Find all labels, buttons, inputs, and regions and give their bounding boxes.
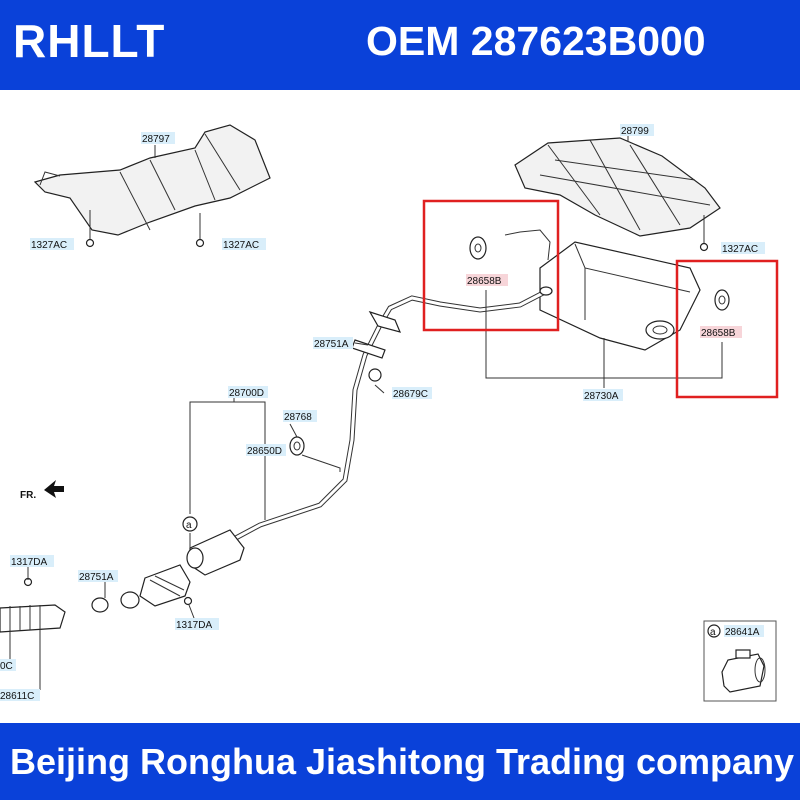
svg-text:1327AC: 1327AC bbox=[223, 240, 259, 251]
part-label-1317da-lower: 1317DA bbox=[175, 618, 219, 631]
part-label-28730a: 28730A bbox=[583, 389, 623, 402]
part-label-28650d: 28650D bbox=[246, 444, 286, 457]
svg-text:0C: 0C bbox=[0, 661, 13, 672]
part-label-1327ac-left-a: 1327AC bbox=[30, 238, 74, 251]
hanger-rubber-left bbox=[469, 229, 551, 261]
part-label-1317da-left: 1317DA bbox=[10, 555, 54, 568]
svg-text:28658B: 28658B bbox=[701, 328, 736, 339]
hanger-rubber-center bbox=[289, 436, 305, 456]
highlight-box-left bbox=[422, 199, 560, 332]
svg-text:1317DA: 1317DA bbox=[11, 557, 47, 568]
svg-text:28797: 28797 bbox=[142, 134, 170, 145]
leader-lines bbox=[27, 290, 723, 619]
svg-text:a: a bbox=[710, 627, 716, 638]
part-label-28751a-lower: 28751A bbox=[78, 570, 118, 583]
rear-heat-shield bbox=[514, 130, 721, 252]
svg-text:28751A: 28751A bbox=[314, 339, 349, 350]
svg-text:28611C: 28611C bbox=[0, 691, 34, 702]
svg-text:28650D: 28650D bbox=[247, 446, 282, 457]
highlight-box-right bbox=[675, 259, 779, 399]
top-banner: RHLLT OEM 287623B000 bbox=[0, 0, 800, 90]
svg-text:28768: 28768 bbox=[284, 412, 312, 423]
part-label-partial-28611c: 28611C bbox=[0, 689, 40, 702]
company-name: Beijing Ronghua Jiashitong Trading compa… bbox=[10, 741, 795, 782]
svg-text:28641A: 28641A bbox=[725, 627, 760, 638]
front-direction-label: FR. bbox=[20, 490, 36, 501]
brand-name: RHLLT bbox=[13, 15, 166, 67]
bottom-banner: Beijing Ronghua Jiashitong Trading compa… bbox=[0, 723, 800, 800]
svg-text:FR.: FR. bbox=[20, 490, 36, 501]
part-label-28700d: 28700D bbox=[228, 386, 268, 399]
svg-text:1317DA: 1317DA bbox=[176, 620, 212, 631]
exhaust-parts-diagram: .ln { stroke: #333; stroke-width: 1; fil… bbox=[0, 90, 800, 723]
part-label-28658b-left: 28658B bbox=[466, 274, 508, 287]
part-label-28751a-upper: 28751A bbox=[313, 337, 353, 350]
part-label-28679c: 28679C bbox=[392, 387, 432, 400]
svg-text:a: a bbox=[186, 520, 192, 531]
svg-text:28799: 28799 bbox=[621, 126, 649, 137]
part-label-1327ac-left-b: 1327AC bbox=[222, 238, 266, 251]
rear-muffler bbox=[539, 241, 701, 388]
svg-text:28751A: 28751A bbox=[79, 572, 114, 583]
part-label-28799: 28799 bbox=[620, 124, 654, 137]
clamp-inset: a 28641A bbox=[703, 620, 777, 702]
part-label-28797: 28797 bbox=[141, 132, 175, 145]
front-heat-shield bbox=[33, 124, 271, 248]
svg-text:1327AC: 1327AC bbox=[31, 240, 67, 251]
svg-text:28730A: 28730A bbox=[584, 391, 619, 402]
svg-text:28658B: 28658B bbox=[467, 276, 502, 287]
hanger-rubber-right bbox=[714, 289, 730, 311]
part-label-1327ac-right: 1327AC bbox=[721, 242, 765, 255]
part-label-28768: 28768 bbox=[283, 410, 317, 423]
front-arrow-icon bbox=[44, 480, 64, 498]
oem-number: OEM 287623B000 bbox=[366, 18, 706, 64]
svg-text:28700D: 28700D bbox=[229, 388, 264, 399]
exhaust-pipe bbox=[0, 286, 553, 690]
svg-text:1327AC: 1327AC bbox=[722, 244, 758, 255]
part-label-partial-0c: 0C bbox=[0, 659, 16, 672]
callout-a-marker: a bbox=[182, 516, 198, 532]
svg-text:28679C: 28679C bbox=[393, 389, 428, 400]
part-label-28658b-right: 28658B bbox=[700, 326, 742, 339]
